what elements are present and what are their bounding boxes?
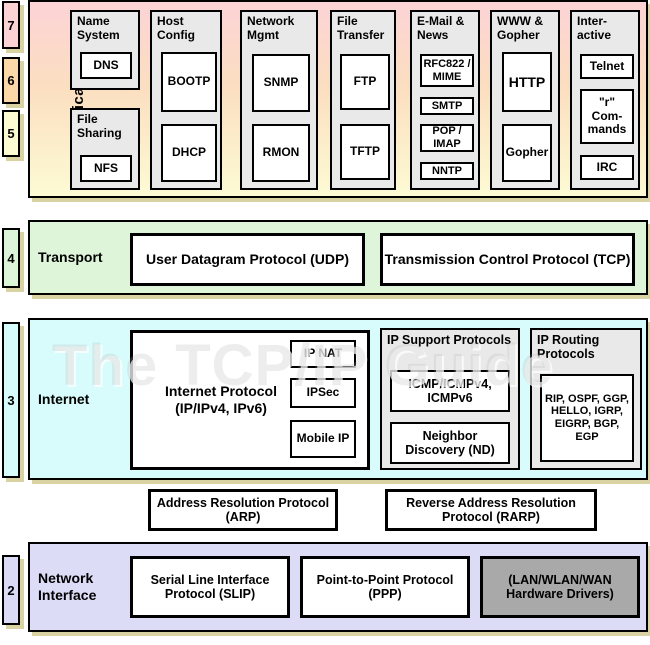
group-name-system: Name System DNS xyxy=(70,10,140,90)
internet-layer-band: Internet Internet Protocol (IP/IPv4, IPv… xyxy=(28,318,648,480)
protocol-snmp: SNMP xyxy=(252,54,310,112)
group-title: IP Support Protocols xyxy=(387,333,512,347)
application-layer-band: Application Name System DNS File Sharing… xyxy=(28,0,648,198)
protocol-rarp: Reverse Address Resolution Protocol (RAR… xyxy=(385,489,597,531)
network-interface-layer-band: Network Interface Serial Line Interface … xyxy=(28,542,648,632)
hardware-drivers-box: (LAN/WLAN/WAN Hardware Drivers) xyxy=(480,556,640,618)
protocol-pop-imap: POP / IMAP xyxy=(420,124,474,152)
protocol-ppp: Point-to-Point Protocol (PPP) xyxy=(300,556,470,618)
protocol-smtp: SMTP xyxy=(420,97,474,115)
protocol-neighbor-discovery: Neighbor Discovery (ND) xyxy=(390,422,510,464)
protocol-ipsec: IPSec xyxy=(290,378,356,408)
group-title: Network Mgmt xyxy=(247,14,295,42)
network-interface-label: Network Interface xyxy=(38,570,97,603)
protocol-tcp: Transmission Control Protocol (TCP) xyxy=(380,233,635,286)
protocol-ftp: FTP xyxy=(340,54,390,110)
group-title: Name System xyxy=(77,14,120,42)
layer-badge-5: 5 xyxy=(2,110,20,157)
group-host-config: Host Config BOOTP DHCP xyxy=(150,10,222,190)
protocol-rfc822-mime: RFC822 / MIME xyxy=(420,54,474,87)
group-ip-routing: IP Routing Protocols RIP, OSPF, GGP, HEL… xyxy=(530,328,642,470)
group-title: Inter- active xyxy=(577,14,612,42)
protocol-udp: User Datagram Protocol (UDP) xyxy=(130,233,365,286)
protocol-mobile-ip: Mobile IP xyxy=(290,420,356,458)
protocol-routing-list: RIP, OSPF, GGP, HELLO, IGRP, EIGRP, BGP,… xyxy=(540,374,634,462)
group-title: IP Routing Protocols xyxy=(537,333,600,362)
group-title: File Sharing xyxy=(77,112,122,140)
group-title: WWW & Gopher xyxy=(497,14,543,42)
group-ip-support: IP Support Protocols ICMP/ICMPv4, ICMPv6… xyxy=(380,328,520,470)
layer-badge-3: 3 xyxy=(2,322,20,478)
group-network-mgmt: Network Mgmt SNMP RMON xyxy=(240,10,318,190)
protocol-tftp: TFTP xyxy=(340,124,390,180)
protocol-gopher: Gopher xyxy=(502,124,552,182)
group-title: File Transfer xyxy=(337,14,385,42)
protocol-bootp: BOOTP xyxy=(161,52,217,112)
transport-layer-band: Transport User Datagram Protocol (UDP) T… xyxy=(28,220,648,295)
protocol-slip: Serial Line Interface Protocol (SLIP) xyxy=(130,556,290,618)
group-file-sharing: File Sharing NFS xyxy=(70,108,140,190)
group-file-transfer: File Transfer FTP TFTP xyxy=(330,10,396,190)
layer-badge-4: 4 xyxy=(2,228,20,288)
protocol-r-commands: "r" Com- mands xyxy=(580,89,634,144)
protocol-ip-nat: IP NAT xyxy=(290,340,356,368)
protocol-icmp: ICMP/ICMPv4, ICMPv6 xyxy=(390,370,510,412)
layer-badge-2: 2 xyxy=(2,555,20,625)
protocol-dns: DNS xyxy=(80,52,132,79)
protocol-ip-label: Internet Protocol (IP/IPv4, IPv6) xyxy=(164,383,277,416)
protocol-ip-box: Internet Protocol (IP/IPv4, IPv6) IP NAT… xyxy=(130,330,370,470)
group-title: E-Mail & News xyxy=(417,14,465,42)
group-www-gopher: WWW & Gopher HTTP Gopher xyxy=(490,10,560,190)
protocol-nntp: NNTP xyxy=(420,162,474,180)
transport-label: Transport xyxy=(38,249,103,266)
protocol-dhcp: DHCP xyxy=(161,124,217,182)
layer-badge-7: 7 xyxy=(2,1,20,49)
protocol-nfs: NFS xyxy=(80,155,132,182)
protocol-rmon: RMON xyxy=(252,124,310,182)
group-title: Host Config xyxy=(157,14,195,42)
protocol-telnet: Telnet xyxy=(580,54,634,79)
layer-badge-6: 6 xyxy=(2,57,20,104)
internet-label: Internet xyxy=(38,390,90,407)
protocol-http: HTTP xyxy=(502,52,552,112)
protocol-arp: Address Resolution Protocol (ARP) xyxy=(148,489,338,531)
group-interactive: Inter- active Telnet "r" Com- mands IRC xyxy=(570,10,640,190)
protocol-irc: IRC xyxy=(580,155,634,180)
group-email-news: E-Mail & News RFC822 / MIME SMTP POP / I… xyxy=(410,10,480,190)
